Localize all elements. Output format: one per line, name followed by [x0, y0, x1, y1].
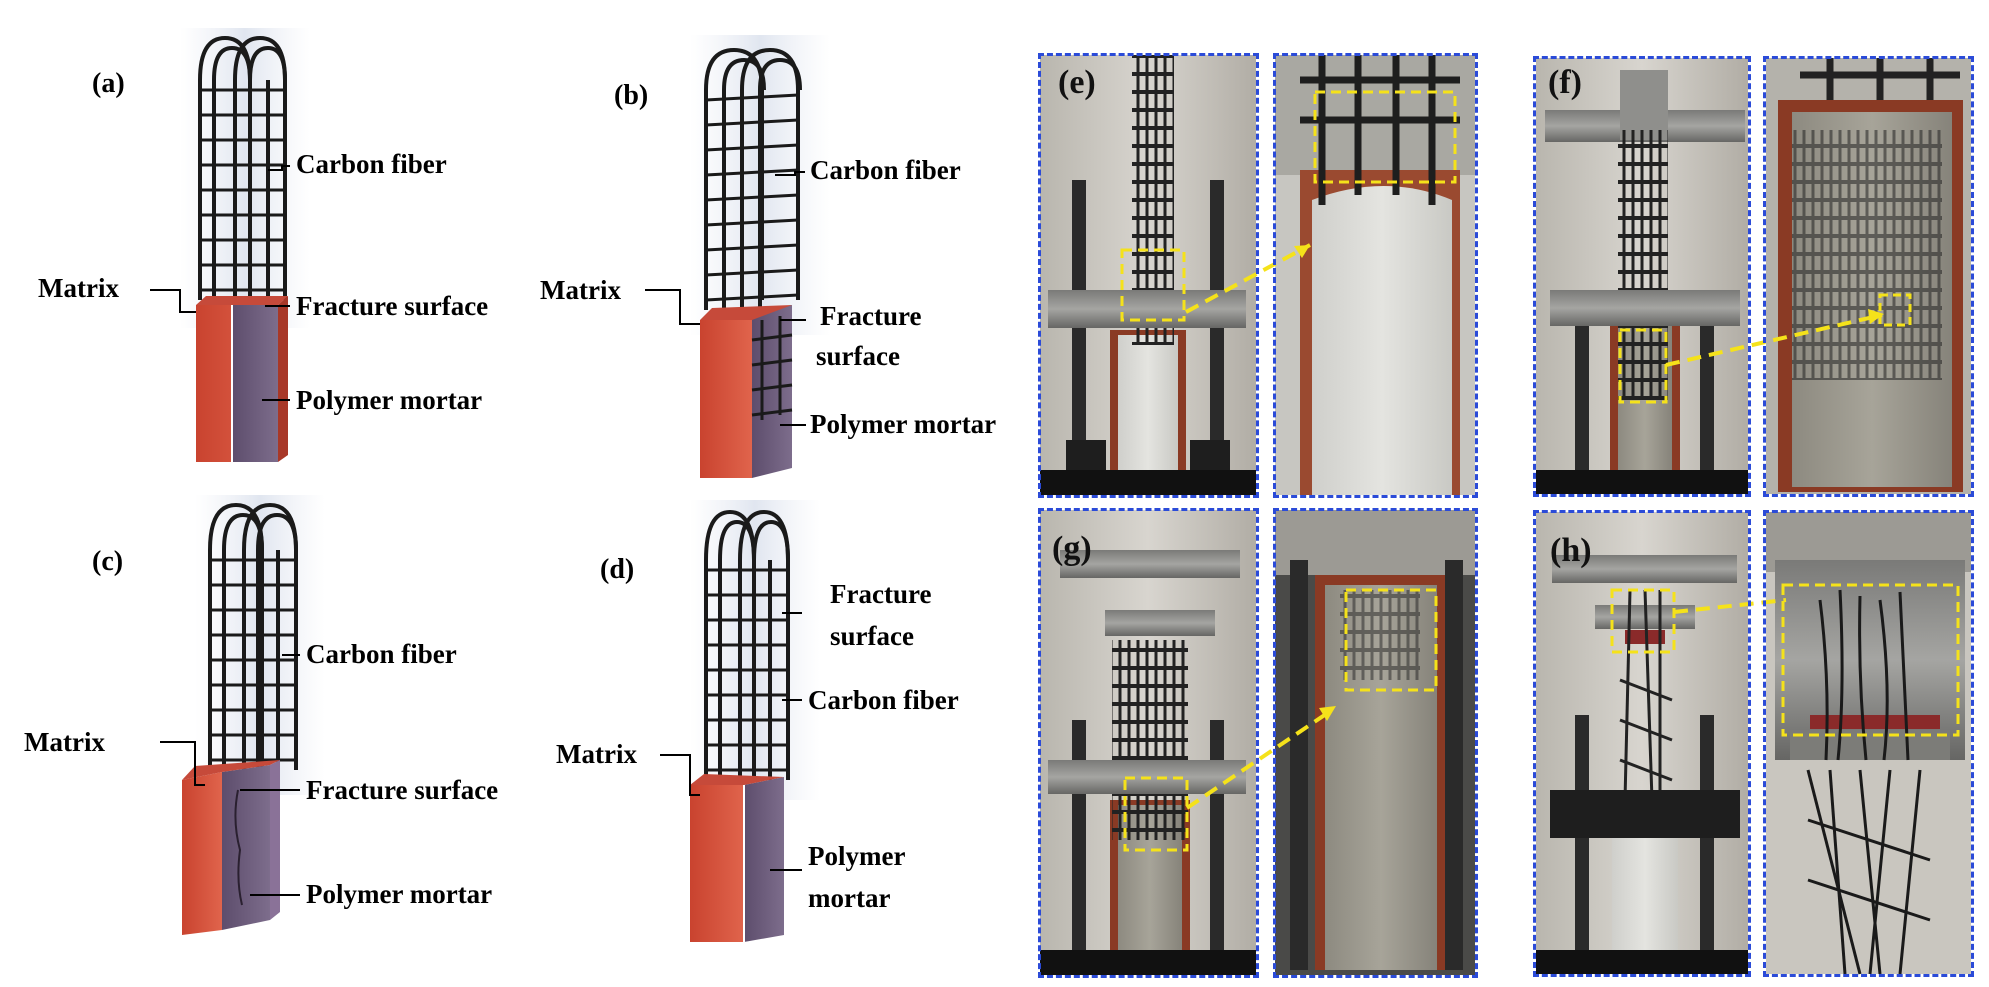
panel-label-g: (g)	[1052, 530, 1092, 567]
specimen-c	[160, 495, 325, 935]
label-a-fracture-surface: Fracture surface	[296, 291, 489, 321]
label-d-carbon-fiber: Carbon fiber	[808, 685, 959, 715]
label-c-fracture-surface: Fracture surface	[306, 775, 499, 805]
specimen-b	[645, 35, 830, 478]
frame-h-right	[1763, 510, 1974, 977]
frame-g-right	[1273, 508, 1478, 978]
panel-label-a: (a)	[92, 68, 125, 99]
photo-e-left	[1040, 55, 1256, 495]
panel-label-b: (b)	[614, 80, 649, 111]
label-c-carbon-fiber: Carbon fiber	[306, 639, 457, 669]
label-c-matrix: Matrix	[24, 727, 105, 757]
label-a-matrix: Matrix	[38, 273, 119, 303]
panel-label-e: (e)	[1058, 64, 1096, 101]
frame-h-left	[1533, 510, 1751, 977]
photo-e-right	[1275, 55, 1475, 495]
photo-h-left	[1536, 512, 1748, 974]
label-d-fracture: Fracture	[830, 579, 932, 609]
panel-label-f: (f)	[1548, 64, 1582, 101]
label-b-fracture: Fracture	[820, 301, 922, 331]
frame-e-left	[1038, 53, 1259, 498]
zoom-arrow-f	[1665, 313, 1883, 367]
frame-f-left	[1533, 56, 1751, 497]
frame-g-left	[1038, 508, 1259, 978]
zoom-arrow-g	[1185, 708, 1334, 810]
label-b-polymer-mortar: Polymer mortar	[810, 409, 997, 439]
label-d-surface: surface	[830, 621, 914, 651]
zoom-line-h	[1673, 598, 1787, 614]
label-a-carbon-fiber: Carbon fiber	[296, 149, 447, 179]
panel-label-d: (d)	[600, 554, 635, 585]
frame-f-right	[1763, 56, 1974, 497]
label-d-matrix: Matrix	[556, 739, 637, 769]
photo-f-left	[1536, 58, 1748, 494]
photo-g-left	[1040, 510, 1256, 975]
zoom-arrow-e	[1185, 243, 1311, 314]
label-b-surface: surface	[816, 341, 900, 371]
label-c-polymer-mortar: Polymer mortar	[306, 879, 493, 909]
label-b-matrix: Matrix	[540, 275, 621, 305]
label-d-mortar: mortar	[808, 883, 891, 913]
panel-label-c: (c)	[92, 546, 124, 577]
photo-g-right	[1275, 510, 1475, 975]
zoom-arrowhead-f	[1868, 309, 1884, 324]
photo-h-right	[1766, 512, 1971, 975]
panel-label-h: (h)	[1550, 532, 1592, 569]
label-a-polymer-mortar: Polymer mortar	[296, 385, 483, 415]
label-b-carbon-fiber: Carbon fiber	[810, 155, 961, 185]
specimen-d	[660, 500, 820, 942]
zoom-arrowhead-g	[1319, 706, 1336, 721]
frame-e-right	[1273, 53, 1478, 498]
zoom-arrowhead-e	[1294, 245, 1310, 258]
label-d-polymer: Polymer	[808, 841, 906, 871]
specimen-a	[150, 28, 310, 462]
photo-f-right	[1766, 58, 1971, 494]
